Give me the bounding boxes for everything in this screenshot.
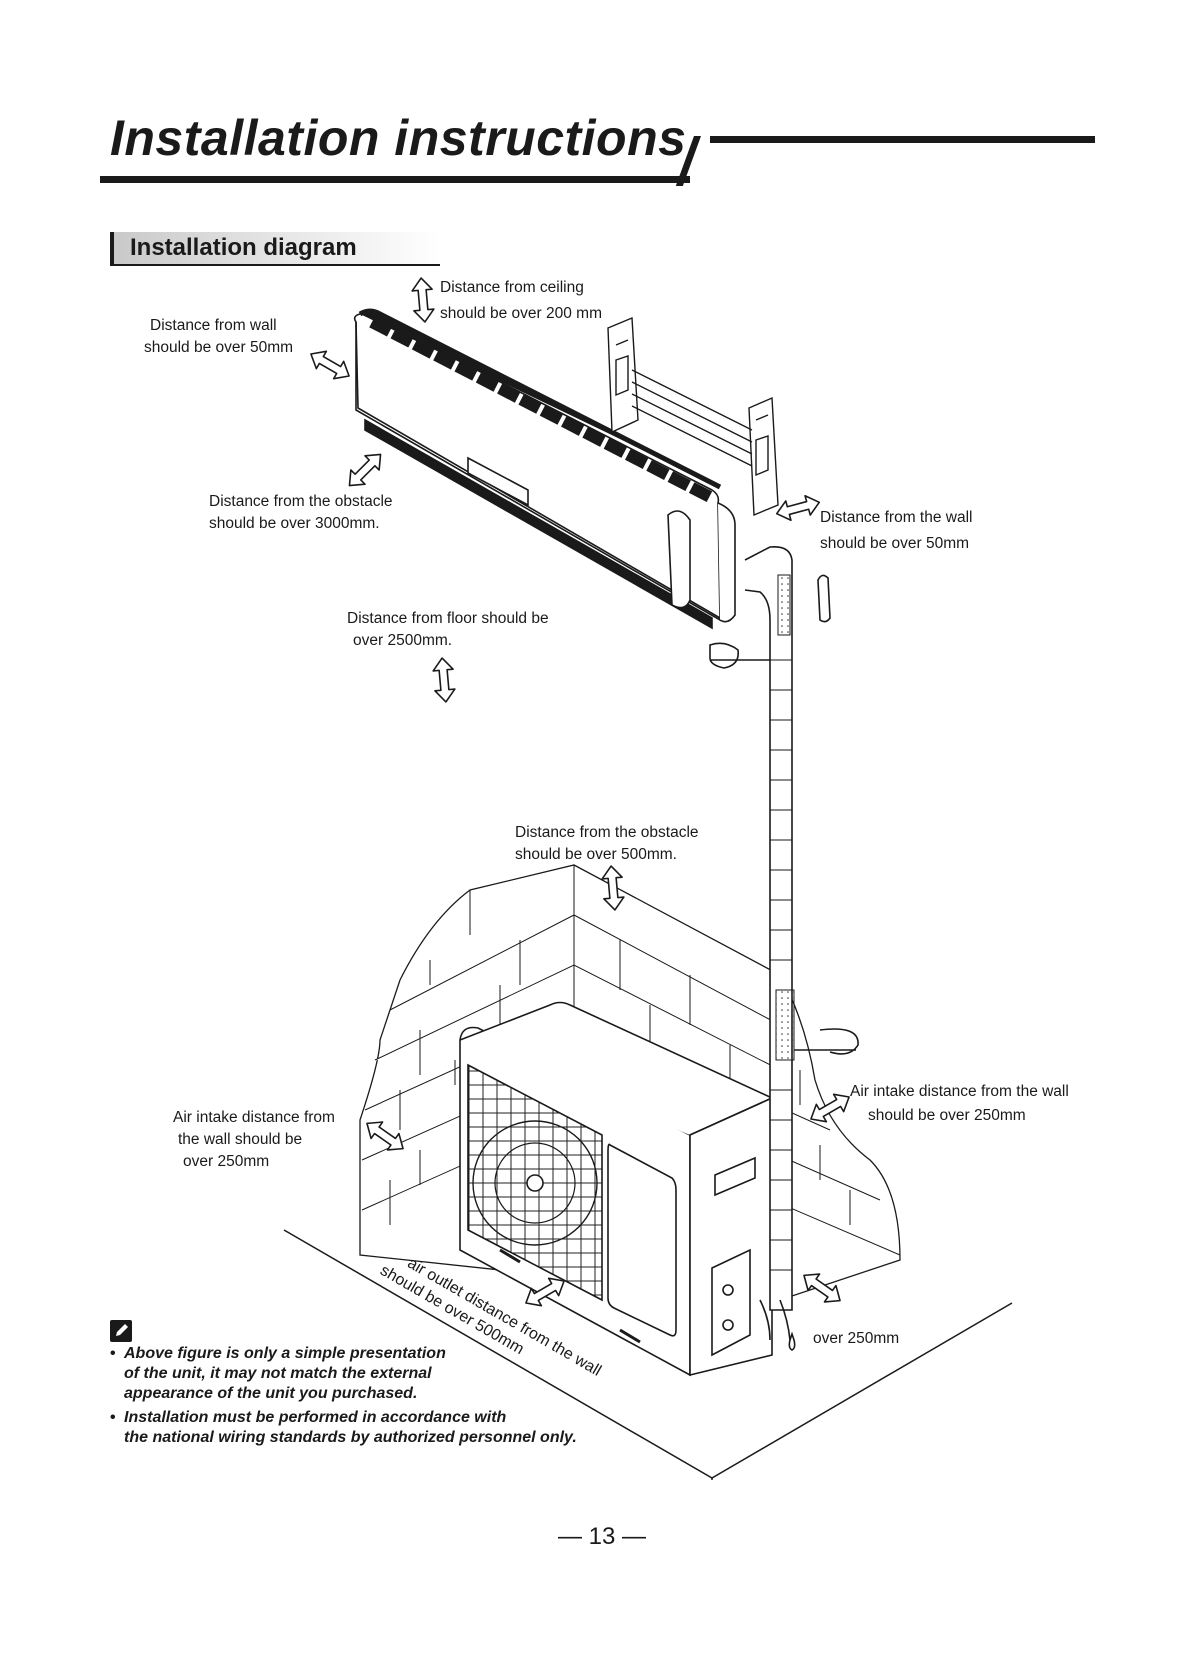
wall-left-clearance-label: Distance from wall should be over 50mm xyxy=(144,317,294,356)
wall-left-arrow-icon xyxy=(305,344,355,386)
pencil-note-icon xyxy=(110,1320,132,1342)
obstacle-front-clearance-label: Distance from the obstacle should be ove… xyxy=(209,493,393,532)
note-item: Above figure is only a simple presentati… xyxy=(110,1344,577,1404)
note-item: Installation must be performed in accord… xyxy=(110,1408,577,1448)
obstacle-top-clearance-label: Distance from the obstacle should be ove… xyxy=(515,824,699,863)
wall-right-arrow-icon xyxy=(773,491,823,525)
wall-right-clearance-label: Distance from the wall should be over 50… xyxy=(820,509,973,552)
floor-clearance-label: Distance from floor should be over 2500m… xyxy=(347,610,549,649)
refrigerant-pipe xyxy=(709,545,859,1351)
title-rule-top xyxy=(710,136,1095,143)
floor-arrow-icon xyxy=(431,656,457,704)
page-number: — 13 — xyxy=(557,1523,647,1550)
ceiling-arrow-icon xyxy=(410,276,436,324)
side-clearance-label: over 250mm xyxy=(813,1330,900,1347)
section-header: Installation diagram xyxy=(110,232,440,266)
outdoor-unit xyxy=(459,1001,774,1377)
title-rule-bottom xyxy=(100,176,690,183)
ceiling-clearance-label: Distance from ceiling should be over 200… xyxy=(440,279,602,322)
indoor-unit xyxy=(353,308,736,630)
mounting-plate xyxy=(607,316,779,517)
section-title: Installation diagram xyxy=(130,234,357,261)
page-title: Installation instructions xyxy=(110,110,687,166)
floor-plane xyxy=(283,1229,1013,1480)
obstacle-front-arrow-icon xyxy=(341,446,389,494)
notes: Above figure is only a simple presentati… xyxy=(110,1344,577,1452)
intake-right-clearance-label: Air intake distance from the wall should… xyxy=(850,1083,1069,1124)
intake-left-clearance-label: Air intake distance from the wall should… xyxy=(173,1109,335,1170)
